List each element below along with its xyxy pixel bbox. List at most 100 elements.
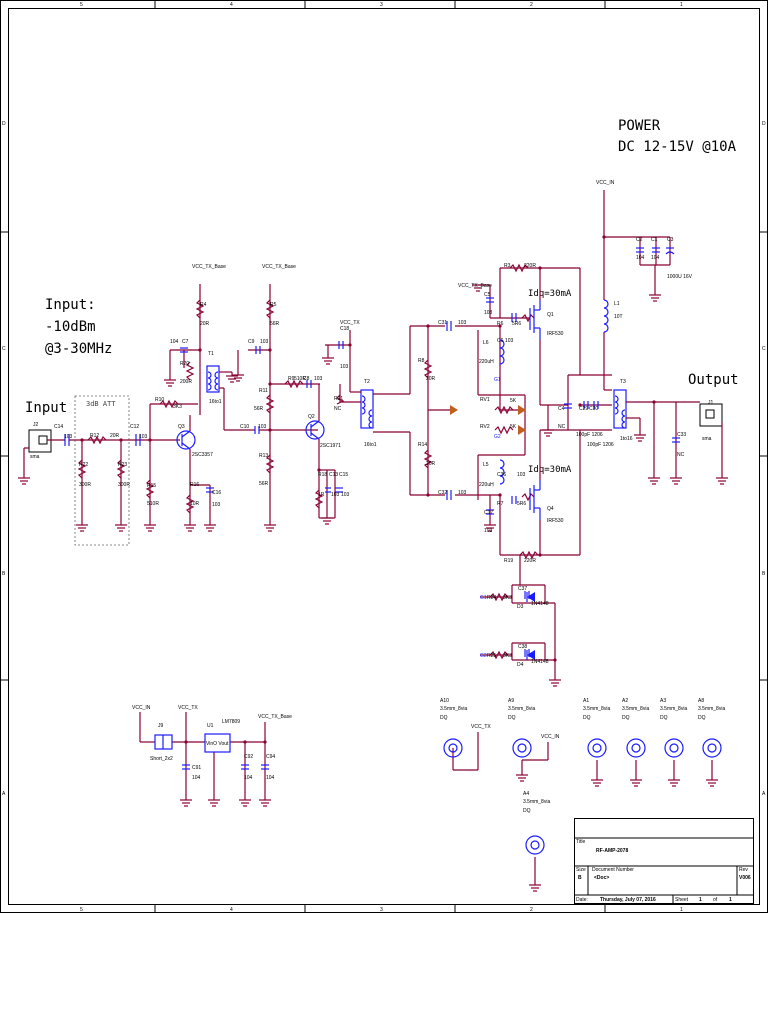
ref-label-c32: C32 [438, 490, 447, 496]
ref-label-c31v: 103 [458, 320, 467, 326]
ref-label-a1v: 3.5mm_8via [583, 706, 610, 712]
ref-label-r12v: 20R [110, 433, 120, 439]
attenuator-label: 3dB ATT [86, 400, 116, 408]
ref-label-c33v: NC [677, 452, 685, 458]
ref-label-c92v: 104 [244, 775, 253, 781]
ref-label-q3v: 2SC3357 [192, 452, 213, 458]
border-bottom-3: 3 [380, 907, 383, 913]
ref-label-a3v: 3.5mm_8via [660, 706, 687, 712]
ref-label-j9v: Short_2x2 [150, 756, 173, 762]
border-bottom-1: 1 [680, 907, 683, 913]
ref-label-c13: C13 [329, 472, 338, 478]
ref-label-r4v: 20R [200, 321, 210, 327]
ref-label-q1: Q1 [547, 312, 554, 318]
ref-label-c15: C15 [339, 472, 348, 478]
ref-label-a2: A2 [622, 698, 628, 704]
ref-label-r8: R8 [418, 358, 425, 364]
ref-label-c5: C5 [484, 292, 491, 298]
ref-label-rv2v: 5K [510, 424, 517, 430]
ref-label-l6v: 220uH [479, 359, 494, 365]
net-vcc-tx-base-3: VCC_TX_Base [458, 283, 492, 289]
rev-label: Rev [739, 867, 748, 873]
components [64, 247, 722, 855]
ref-label-a1d: DQ [583, 715, 591, 721]
ref-label-r16v: 10R [190, 501, 200, 507]
ref-label-q2v: 2SC1971 [320, 443, 341, 449]
border-right-b: B [762, 571, 766, 577]
ref-label-c16v: 103 [212, 502, 221, 508]
power-note-line2: DC 12-15V @10A [618, 139, 737, 155]
ref-label-c94v: 104 [266, 775, 275, 781]
size-value: B [578, 875, 582, 881]
ref-label-r21v: NC [334, 406, 342, 412]
net-vcc-tx-base-1: VCC_TX_Base [192, 264, 226, 270]
ref-label-g1b: G1 [480, 595, 487, 601]
idq-top-note: Idq=30mA [528, 289, 572, 299]
sheet-value: 1 [699, 897, 702, 903]
ref-label-u1: U1 [207, 723, 214, 729]
ref-label-r22: R22 [79, 462, 88, 468]
ref-label-r15: R15 [147, 483, 156, 489]
border-top-5: 5 [80, 2, 83, 8]
border-left-c: C [2, 346, 6, 352]
ref-label-r19v: 220R [524, 558, 536, 564]
date-label: Date: [576, 897, 588, 903]
ground-symbols [18, 284, 728, 892]
date-value: Thursday, July 07, 2016 [600, 897, 656, 903]
ref-label-r14v: 20R [426, 461, 436, 467]
ref-label-c15v: 103 [341, 492, 350, 498]
size-label: Size [576, 867, 586, 873]
ref-label-c4: C4 [558, 406, 565, 412]
power-note-line1: POWER [618, 118, 661, 134]
ref-label-rv2: RV2 [480, 424, 490, 430]
net-labels: VCC_TX_Base VCC_TX_Base VCC_TX VCC_TX_Ba… [132, 180, 615, 740]
sheet-label: Sheet [675, 897, 689, 903]
ref-label-c10: C10 [240, 424, 249, 430]
border-top-3: 3 [380, 2, 383, 8]
ref-label-c18: C18 [340, 326, 349, 332]
sheet-border: 5 4 3 2 1 5 4 3 2 1 D C B A D C B A [0, 0, 768, 913]
ref-label-t3: T3 [620, 379, 626, 385]
border-top-1: 1 [680, 2, 683, 8]
net-vcc-tx-base-4: VCC_TX_Base [258, 714, 292, 720]
ref-label-g2b: G2 [480, 653, 487, 659]
ref-label-c18v: 103 [340, 364, 349, 370]
ref-label-r9v: 510R [294, 376, 306, 382]
border-left-b: B [2, 571, 6, 577]
ref-label-r25v: 3K3 [503, 653, 512, 659]
ref-label-r6: R6 [497, 321, 504, 327]
ref-label-c16: C16 [212, 490, 221, 496]
ref-label-t2: T2 [364, 379, 370, 385]
ref-label-a3: A3 [660, 698, 666, 704]
ref-label-c3: C3 [667, 237, 674, 243]
output-port-label: Output [688, 372, 739, 388]
ref-label-a4d: DQ [523, 808, 531, 814]
ref-label-c8: C8 [303, 376, 310, 382]
ref-label-a9v: 3.5mm_8via [508, 706, 535, 712]
border-bottom-4: 4 [230, 907, 233, 913]
ref-label-r18: R18 [318, 472, 327, 478]
junction-dots [80, 235, 656, 744]
ref-label-r10: R10 [155, 397, 164, 403]
ref-label-c10v: 103 [258, 424, 267, 430]
border-bottom-2: 2 [530, 907, 533, 913]
ref-label-l5v: 220uH [479, 482, 494, 488]
ref-label-q2: Q2 [308, 414, 315, 420]
wires [23, 190, 723, 885]
ref-label-j9: J9 [158, 723, 164, 729]
of-label: of [713, 897, 718, 903]
ref-label-r20: R20 [180, 361, 189, 367]
ref-label-g1: G1 [494, 377, 501, 383]
ref-label-c7: C7 [182, 339, 189, 345]
ref-label-l5: L5 [483, 462, 489, 468]
ref-label-a8: A8 [698, 698, 704, 704]
ref-label-sma_out: sma [702, 436, 712, 442]
ref-label-c29: C29 [579, 406, 588, 412]
ref-label-c36: C36 [497, 472, 506, 478]
ref-label-c29v: 100pF 1206 [576, 432, 603, 438]
ref-label-rv1v: 5K [510, 398, 517, 404]
title-label: Title [576, 839, 585, 845]
ref-label-c9: C9 [248, 339, 255, 345]
ref-label-t1: T1 [208, 351, 214, 357]
ref-label-r9: R9 [288, 376, 295, 382]
